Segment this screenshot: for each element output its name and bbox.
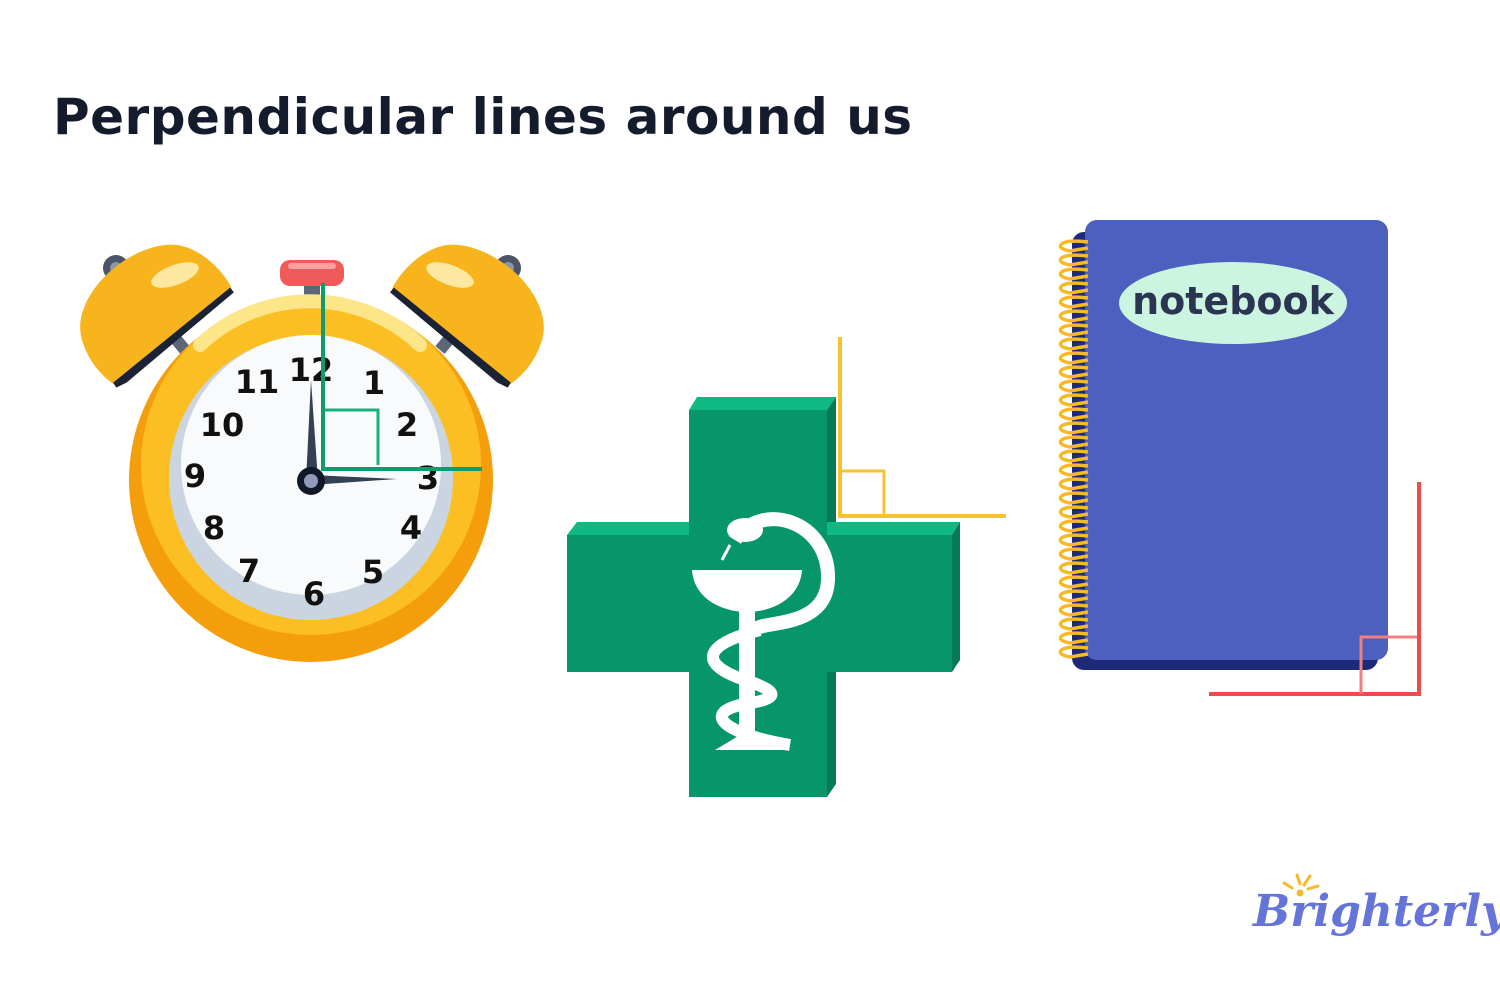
spiral-ring [1058,323,1089,337]
clock-number: 10 [200,406,245,444]
spiral-ring [1058,631,1089,645]
spiral-ring [1058,463,1089,477]
spiral-ring [1058,281,1089,295]
cross-right-angle-marker [838,337,1006,518]
notebook-right-angle-marker [1209,482,1421,696]
spiral-ring [1058,505,1089,519]
page-title: Perpendicular lines around us [53,88,913,146]
brighterly-logo: Brighterly [1251,873,1500,937]
notebook-spiral [1058,239,1089,659]
clock-number: 5 [362,553,384,591]
spiral-ring [1058,435,1089,449]
spiral-ring [1058,337,1089,351]
notebook-illustration: notebook [1058,220,1421,696]
spiral-ring [1058,295,1089,309]
clock-number: 3 [417,459,439,497]
clock-bell-right-icon [390,244,544,388]
minute-hand [306,380,318,481]
spiral-ring [1058,519,1089,533]
spiral-ring [1058,491,1089,505]
clock-number: 4 [400,509,422,547]
clock-number: 11 [235,363,280,401]
notebook-label-oval [1119,262,1347,344]
pharmacy-cross-illustration [567,337,1006,797]
spiral-ring [1058,421,1089,435]
spiral-ring [1058,477,1089,491]
clock-number: 2 [396,406,418,444]
clock-bell-left-icon [80,244,234,388]
spiral-ring [1058,379,1089,393]
spiral-ring [1058,533,1089,547]
clock-number: 1 [363,364,385,402]
spiral-ring [1058,393,1089,407]
spiral-ring [1058,253,1089,267]
spiral-ring [1058,351,1089,365]
spiral-ring [1058,561,1089,575]
clock-number: 8 [203,509,225,547]
clock-number: 7 [238,552,260,590]
clock-number: 9 [184,457,206,495]
spiral-ring [1058,407,1089,421]
spiral-ring [1058,449,1089,463]
spiral-ring [1058,575,1089,589]
clock-right-angle-marker [321,283,482,471]
spiral-ring [1058,267,1089,281]
notebook-label: notebook [1132,279,1335,323]
spiral-ring [1058,617,1089,631]
spiral-ring [1058,239,1089,253]
spiral-ring [1058,309,1089,323]
spiral-ring [1058,365,1089,379]
spiral-ring [1058,589,1089,603]
spiral-ring [1058,603,1089,617]
clock-number: 6 [303,575,325,613]
rod-of-asclepius-icon [692,512,836,751]
hour-hand [311,475,397,485]
spiral-ring [1058,547,1089,561]
spiral-ring [1058,645,1089,659]
logo-text: Brighterly [1251,886,1500,937]
